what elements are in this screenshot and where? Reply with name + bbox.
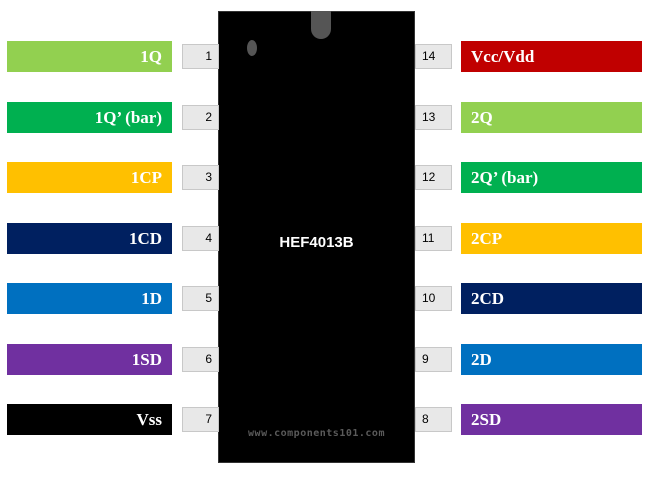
left-pin-label: 1Q bbox=[7, 41, 172, 72]
right-pin-label: 2CP bbox=[461, 223, 642, 254]
right-pin-label: 2Q bbox=[461, 102, 642, 133]
right-pin-label: 2Q’ (bar) bbox=[461, 162, 642, 193]
left-pin-label: 1D bbox=[7, 283, 172, 314]
right-pin-number: 13 bbox=[415, 105, 452, 130]
right-pin-label: 2CD bbox=[461, 283, 642, 314]
left-pin-number: 3 bbox=[182, 165, 219, 190]
right-pin-number: 12 bbox=[415, 165, 452, 190]
left-pin-number: 1 bbox=[182, 44, 219, 69]
left-pin-number: 2 bbox=[182, 105, 219, 130]
left-pin-number: 6 bbox=[182, 347, 219, 372]
right-pin-number: 8 bbox=[415, 407, 452, 432]
left-pin-label: 1SD bbox=[7, 344, 172, 375]
left-pin-label: Vss bbox=[7, 404, 172, 435]
left-pin-number: 4 bbox=[182, 226, 219, 251]
pin1-marker-dot bbox=[247, 40, 257, 56]
right-pin-number: 10 bbox=[415, 286, 452, 311]
right-pin-label: Vcc/Vdd bbox=[461, 41, 642, 72]
right-pin-label: 2D bbox=[461, 344, 642, 375]
left-pin-number: 5 bbox=[182, 286, 219, 311]
right-pin-number: 9 bbox=[415, 347, 452, 372]
left-pin-label: 1Q’ (bar) bbox=[7, 102, 172, 133]
ic-body: HEF4013B www.components101.com bbox=[218, 11, 415, 463]
left-pin-label: 1CP bbox=[7, 162, 172, 193]
left-pin-label: 1CD bbox=[7, 223, 172, 254]
orientation-notch bbox=[311, 11, 331, 39]
right-pin-label: 2SD bbox=[461, 404, 642, 435]
chip-name: HEF4013B bbox=[279, 234, 354, 251]
right-pin-number: 11 bbox=[415, 226, 452, 251]
watermark-text: www.components101.com bbox=[248, 428, 385, 439]
right-pin-number: 14 bbox=[415, 44, 452, 69]
left-pin-number: 7 bbox=[182, 407, 219, 432]
